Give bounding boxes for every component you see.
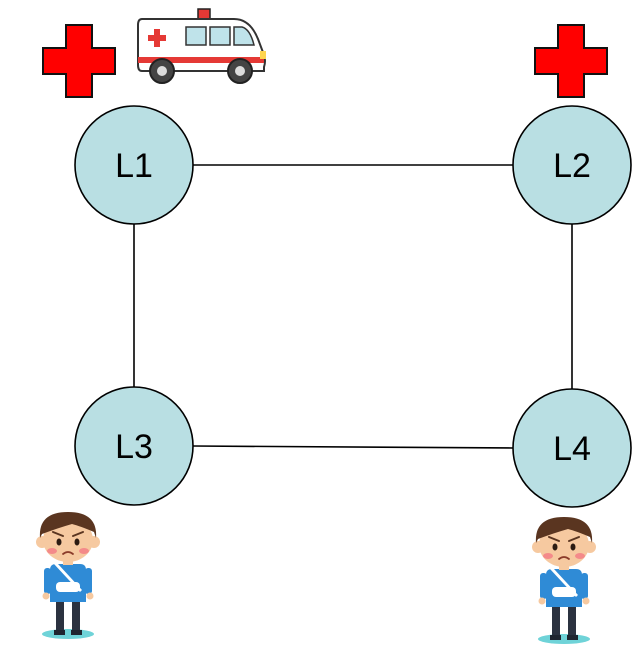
edge-l3-l4 bbox=[192, 445, 514, 449]
node-l2-label: L2 bbox=[553, 147, 591, 185]
node-l4: L4 bbox=[512, 388, 632, 508]
node-l1: L1 bbox=[74, 105, 194, 225]
injured-person-icon bbox=[531, 516, 597, 645]
ambulance-icon bbox=[137, 8, 267, 84]
injured-person-icon bbox=[35, 511, 101, 640]
node-l3: L3 bbox=[74, 386, 194, 506]
edges bbox=[133, 164, 573, 449]
node-l4-label: L4 bbox=[553, 430, 591, 468]
node-l2: L2 bbox=[512, 105, 632, 225]
node-l1-label: L1 bbox=[115, 147, 153, 185]
red-cross-icon bbox=[42, 24, 116, 98]
node-l3-label: L3 bbox=[115, 428, 153, 466]
red-cross-icon bbox=[534, 24, 608, 98]
